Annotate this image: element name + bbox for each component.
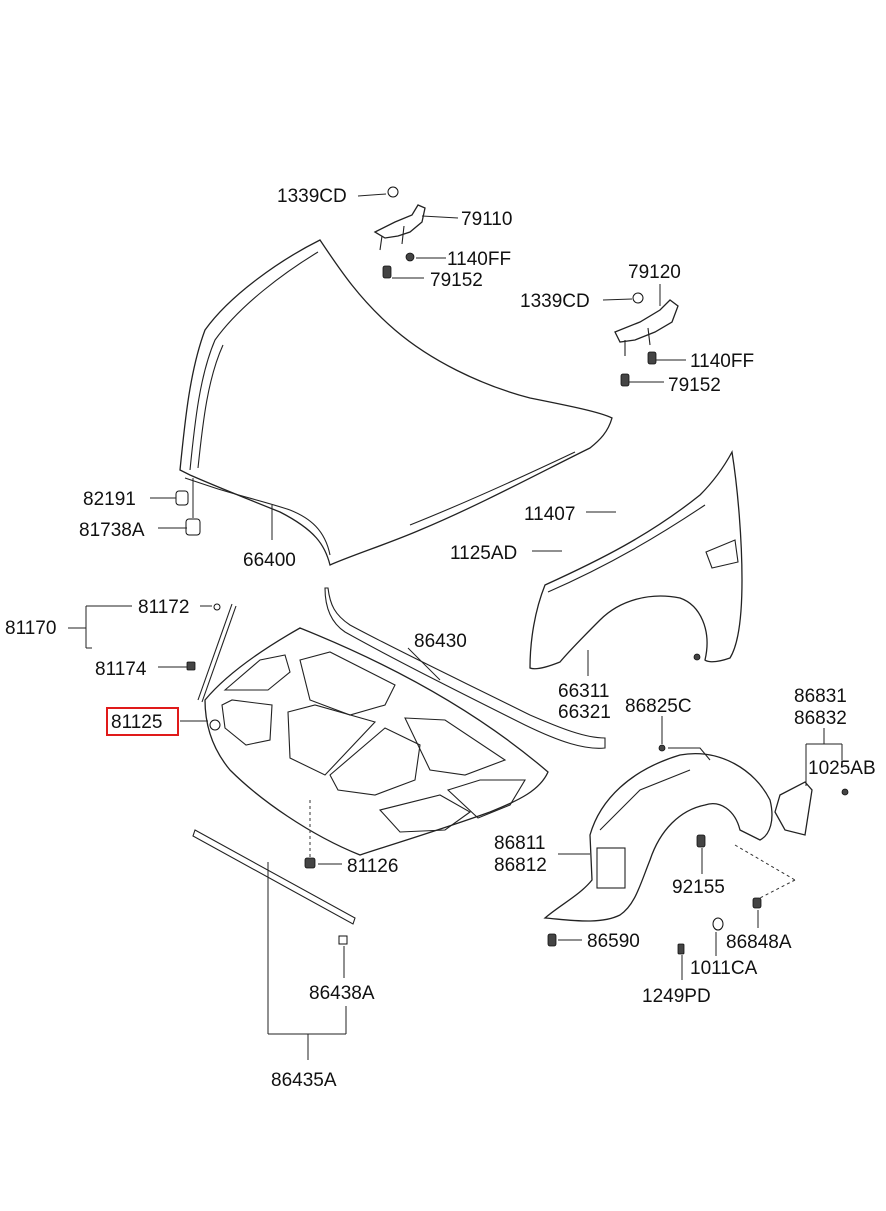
hood-hinge-right [614,292,679,387]
label-86832[interactable]: 86832 [794,708,847,729]
label-1125AD[interactable]: 1125AD [450,543,517,564]
label-79152-hinge-left[interactable]: 79152 [430,270,483,291]
hood-weatherstrip [324,587,606,749]
label-66321[interactable]: 66321 [558,702,611,723]
mud-guard [774,781,849,836]
label-81174[interactable]: 81174 [95,659,147,680]
label-86811[interactable]: 86811 [494,833,545,854]
cowl-seal [192,829,356,945]
label-1140FF-hinge-right[interactable]: 1140FF [690,351,754,372]
label-86848A[interactable]: 86848A [726,932,792,953]
label-81125[interactable]: 81125 [111,712,162,733]
label-1011CA[interactable]: 1011CA [690,958,758,979]
label-86825C[interactable]: 86825C [625,696,692,717]
label-82191[interactable]: 82191 [83,489,136,510]
label-79120[interactable]: 79120 [628,262,681,283]
label-86831[interactable]: 86831 [794,686,847,707]
label-81126[interactable]: 81126 [347,856,398,877]
label-1339CD-hinge-right[interactable]: 1339CD [520,291,590,312]
label-1140FF-hinge-left[interactable]: 1140FF [447,249,511,270]
inner-fender-liner [543,744,796,955]
label-66400[interactable]: 66400 [243,550,296,571]
highlight-box [106,707,179,736]
leader-lines [68,193,843,1060]
label-86435A[interactable]: 86435A [271,1070,337,1091]
label-81738A[interactable]: 81738A [79,520,145,541]
label-92155[interactable]: 92155 [672,877,725,898]
label-81172[interactable]: 81172 [138,597,189,618]
label-1025AB[interactable]: 1025AB [808,758,876,779]
hood-hinge-left [373,186,426,279]
label-1339CD-hinge-left[interactable]: 1339CD [277,186,347,207]
hood-lift-support [186,603,237,703]
hood-bumper [175,478,201,536]
label-86812[interactable]: 86812 [494,855,547,876]
label-1249PD[interactable]: 1249PD [642,986,711,1007]
label-86590[interactable]: 86590 [587,931,640,952]
label-79110[interactable]: 79110 [461,209,512,230]
label-66311[interactable]: 66311 [558,681,609,702]
label-86438A[interactable]: 86438A [309,983,375,1004]
label-86430[interactable]: 86430 [414,631,467,652]
label-79152-hinge-right[interactable]: 79152 [668,375,721,396]
hood-panel [179,239,613,566]
part-labels: 1339CD 79110 1140FF 79152 79120 1339CD 1… [5,186,876,1091]
hood-insulator [204,627,549,869]
label-81170[interactable]: 81170 [5,618,56,639]
label-11407[interactable]: 11407 [524,504,575,525]
front-fender [529,449,743,670]
